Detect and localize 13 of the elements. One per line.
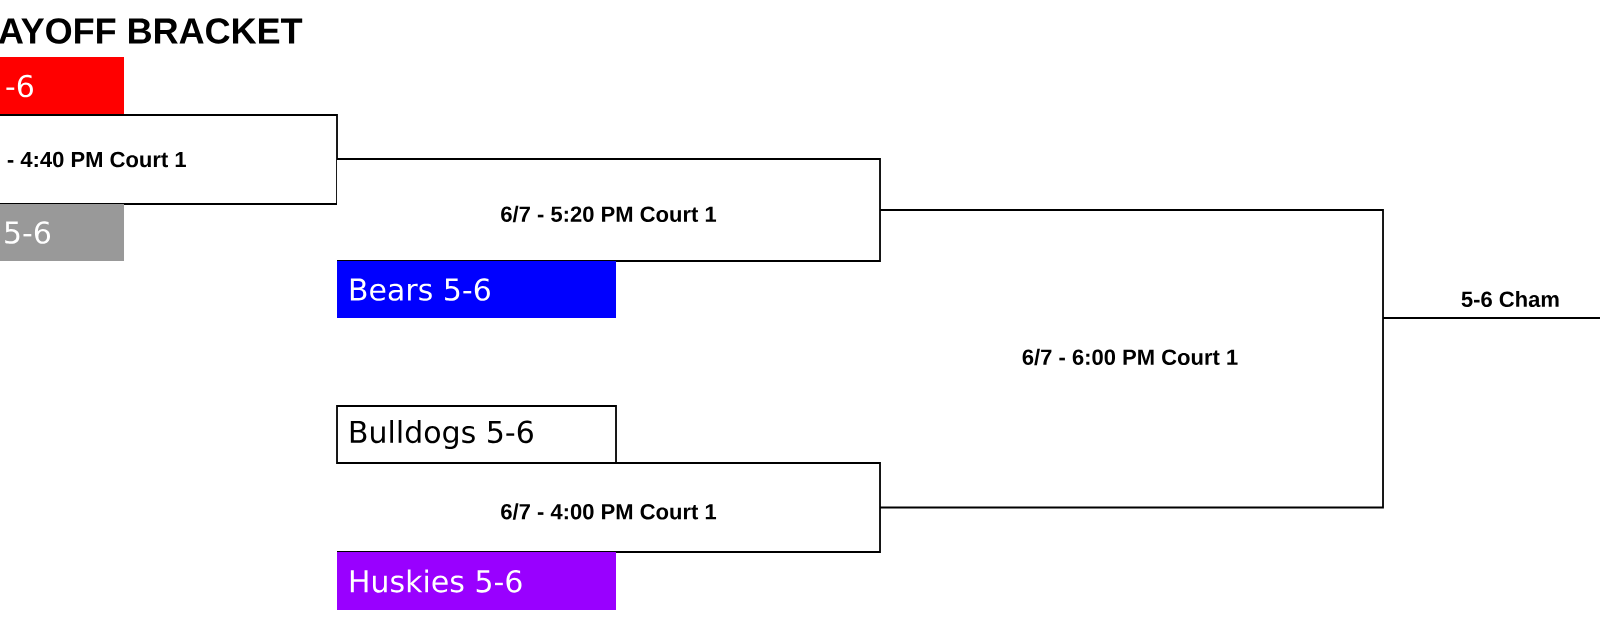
- match-box: - 4:40 PM Court 1: [0, 114, 338, 205]
- bracket-connector: [879, 209, 1384, 319]
- team-cell: Bulldogs 5-6: [336, 405, 617, 464]
- bracket-connector: [879, 317, 1384, 509]
- team-cell: -6: [0, 57, 124, 115]
- match-box: 6/7 - 5:20 PM Court 1: [336, 158, 881, 262]
- match-label: 6/7 - 6:00 PM Court 1: [1022, 348, 1238, 366]
- match-box: 6/7 - 4:00 PM Court 1: [336, 462, 881, 553]
- team-cell: Huskies 5-6: [337, 552, 616, 610]
- node-label: 6/7 - 5:20 PM Court 1: [501, 205, 717, 223]
- team-cell: Bears 5-6: [337, 261, 616, 318]
- team-cell: 5-6: [0, 204, 124, 261]
- bracket-line: 5-6 Cham: [1382, 290, 1600, 319]
